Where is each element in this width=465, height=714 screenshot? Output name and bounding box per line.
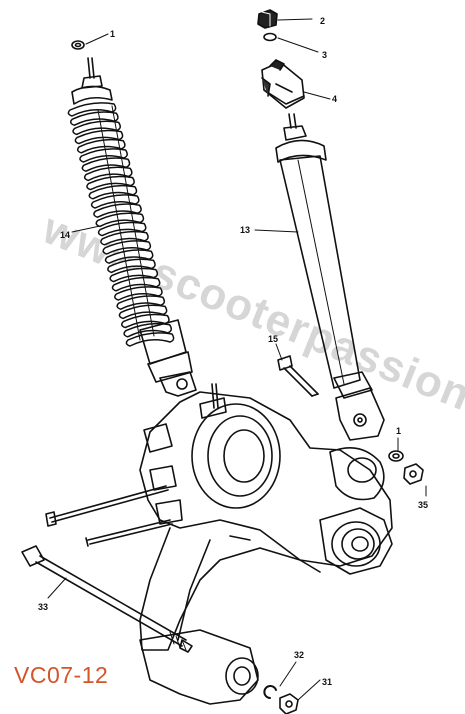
callout-4: 4 bbox=[332, 94, 337, 104]
spring-shock-absorber-part-14 bbox=[67, 57, 197, 397]
nut-part-2 bbox=[257, 9, 278, 29]
circlip-part-32 bbox=[263, 685, 277, 699]
washer-part-1-right bbox=[388, 450, 404, 462]
washer-part-3 bbox=[263, 32, 277, 42]
callout-2: 2 bbox=[320, 16, 325, 26]
gearbox-swing-arm-casing bbox=[45, 383, 393, 705]
callout-35: 35 bbox=[418, 500, 428, 510]
callout-32: 32 bbox=[294, 650, 304, 660]
callout-3: 3 bbox=[322, 50, 327, 60]
callout-1-right: 1 bbox=[396, 426, 401, 436]
nut-part-31 bbox=[279, 693, 299, 714]
callout-1: 1 bbox=[110, 29, 115, 39]
callout-14: 14 bbox=[60, 230, 70, 240]
diagram-code-label: VC07-12 bbox=[14, 662, 109, 688]
nut-part-35 bbox=[403, 463, 424, 485]
long-bolt-part-33 bbox=[21, 545, 193, 653]
leader-lines bbox=[47, 18, 427, 701]
hydraulic-damper-part-13 bbox=[275, 113, 385, 441]
rubber-mount-part-4 bbox=[261, 59, 305, 109]
spring-coil bbox=[125, 332, 175, 347]
callout-13: 13 bbox=[240, 225, 250, 235]
washer-part-1 bbox=[71, 40, 85, 50]
bolt-part-15 bbox=[277, 355, 319, 397]
watermark-text: www.scooterpassion.be bbox=[35, 203, 465, 445]
callout-31: 31 bbox=[322, 677, 332, 687]
callout-15: 15 bbox=[268, 334, 278, 344]
callout-33: 33 bbox=[38, 602, 48, 612]
